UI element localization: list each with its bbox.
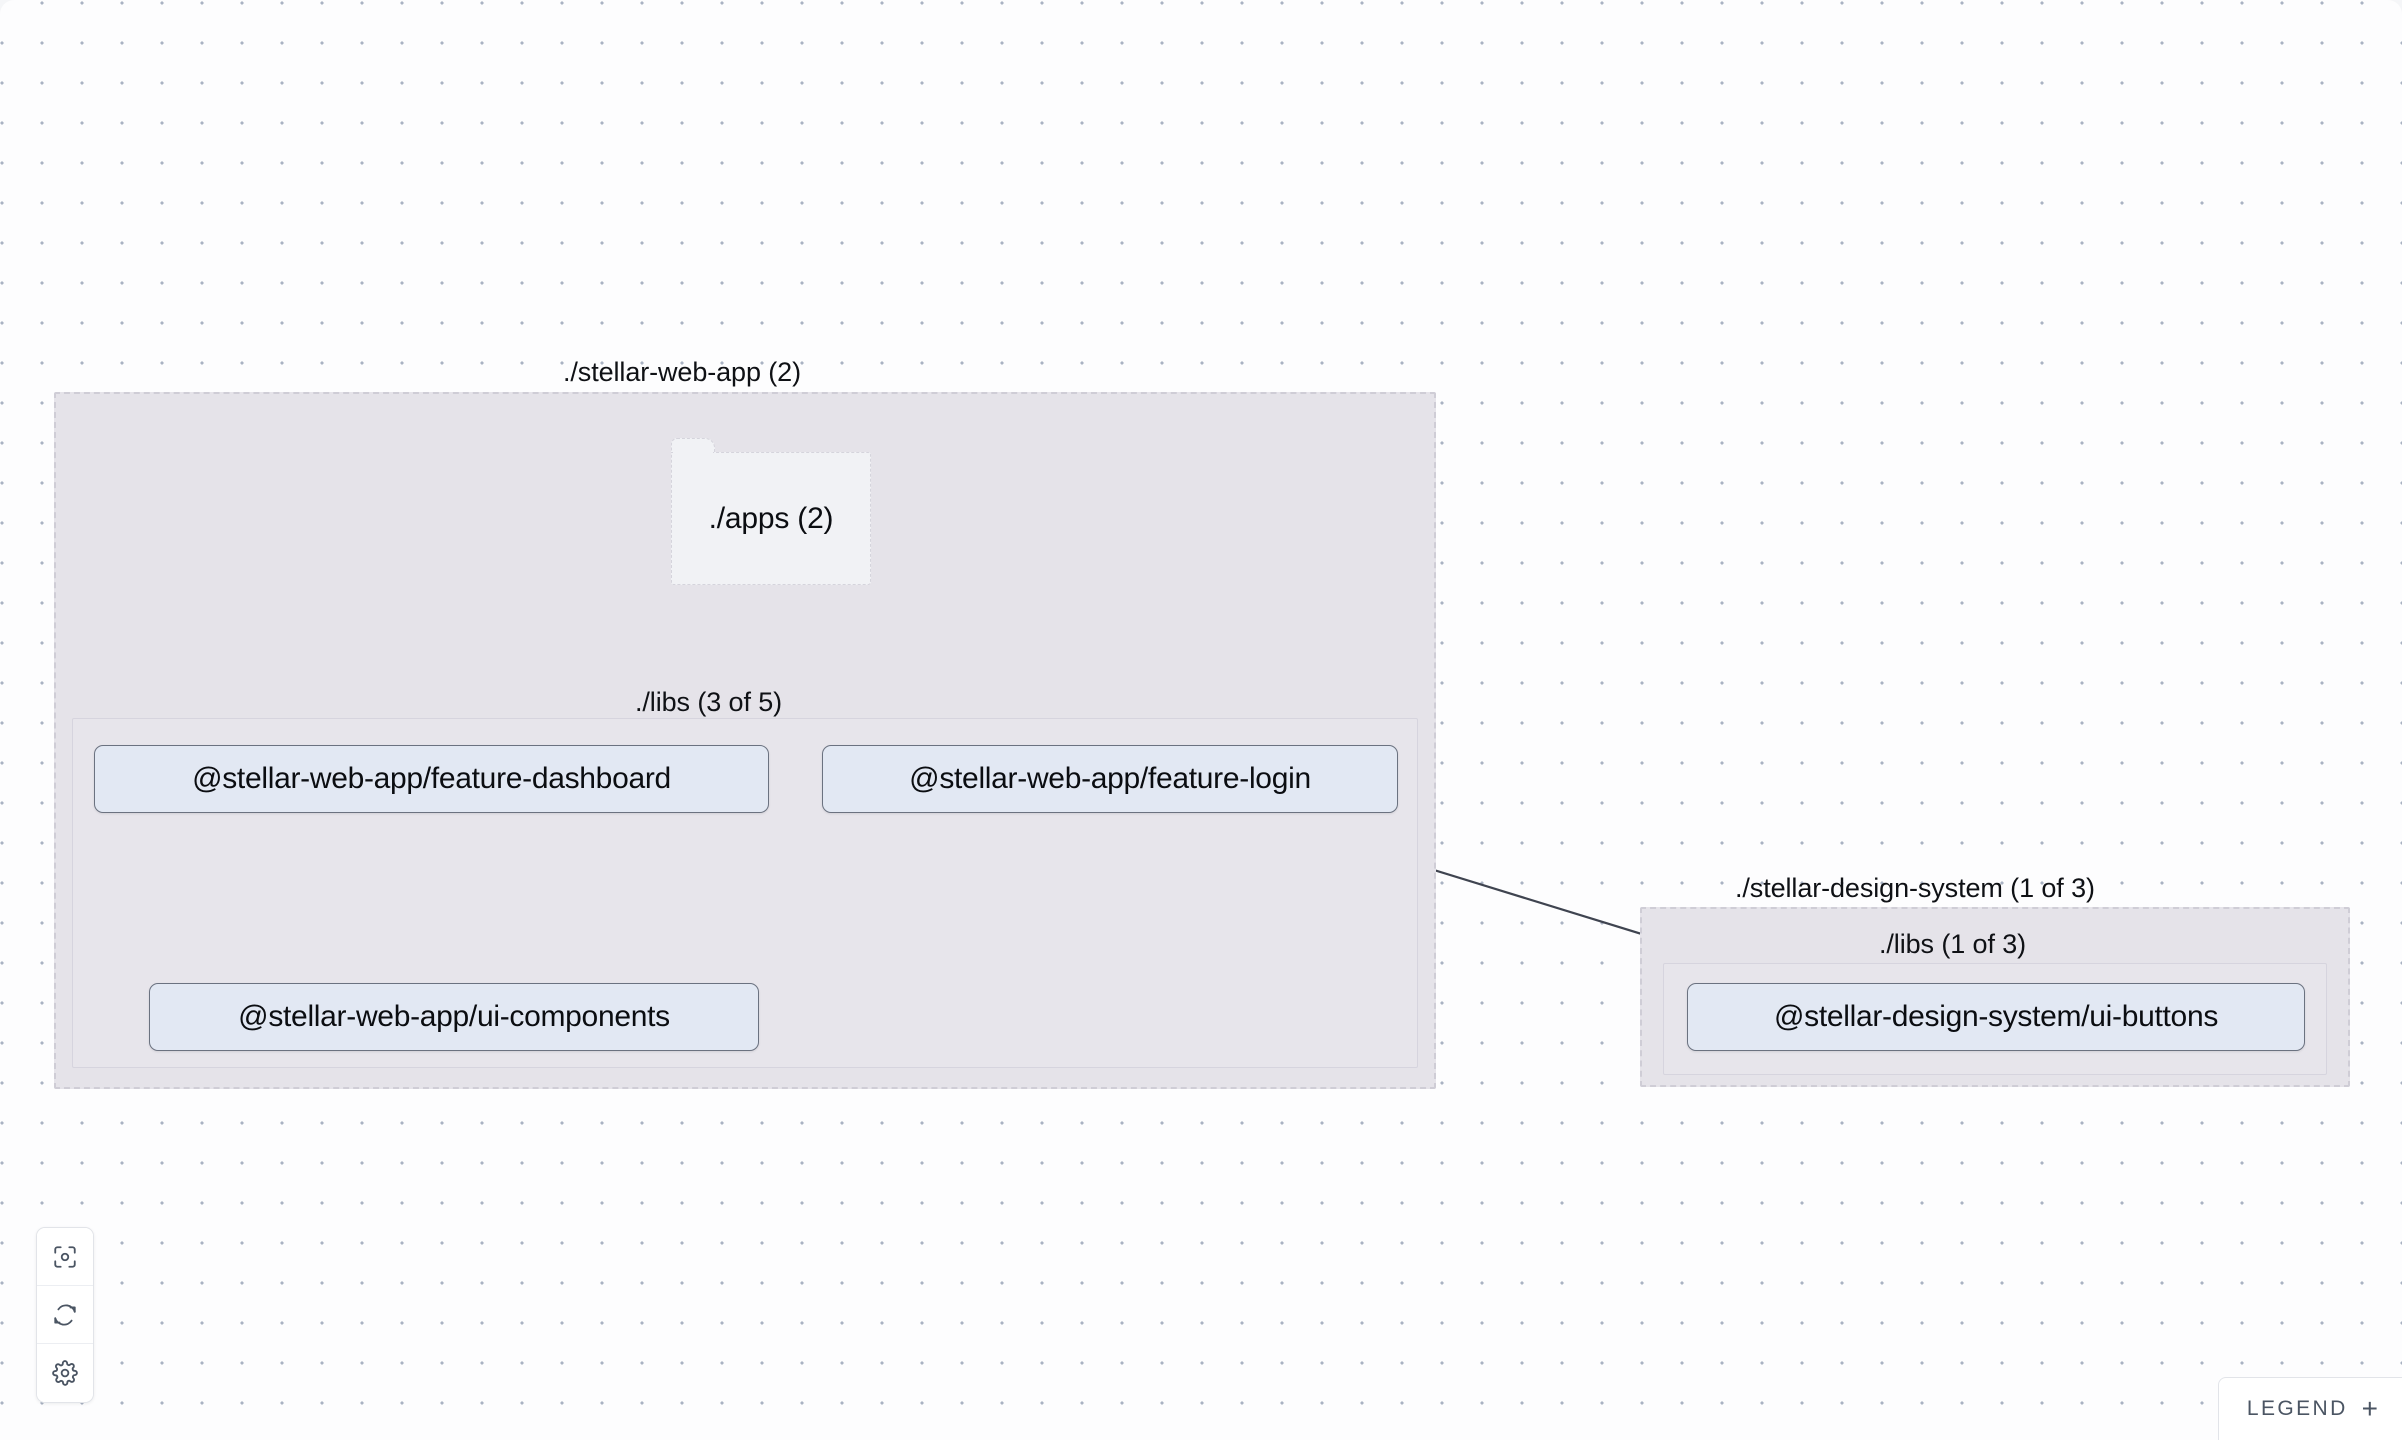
- legend-toggle[interactable]: LEGEND +: [2217, 1377, 2402, 1440]
- folder-node-label: ./apps (2): [708, 501, 834, 535]
- folder-body: ./apps (2): [671, 451, 871, 585]
- plus-icon: +: [2361, 1393, 2378, 1424]
- lib-node-label: @stellar-web-app/feature-dashboard: [192, 762, 671, 795]
- folder-tab-icon: [671, 438, 715, 455]
- lib-node-label: @stellar-web-app/feature-login: [909, 762, 1311, 795]
- folder-node-apps[interactable]: ./apps (2): [671, 438, 871, 585]
- focus-target-icon: [52, 1244, 78, 1270]
- lib-node-label: @stellar-design-system/ui-buttons: [1773, 1000, 2219, 1033]
- focus-graph-button[interactable]: [37, 1228, 93, 1286]
- project-label-stellar-design-system: ./stellar-design-system (1 of 3): [1735, 873, 2095, 903]
- folder-seam: [673, 451, 713, 455]
- lib-node-ui-components[interactable]: @stellar-web-app/ui-components: [149, 983, 759, 1051]
- legend-label: LEGEND: [2246, 1397, 2348, 1420]
- subgroup-label-stellar-web-app-libs: ./libs (3 of 5): [635, 687, 783, 717]
- lib-node-feature-login[interactable]: @stellar-web-app/feature-login: [822, 745, 1398, 813]
- lib-node-label: @stellar-web-app/ui-components: [238, 1000, 670, 1033]
- project-label-stellar-web-app: ./stellar-web-app (2): [563, 357, 801, 387]
- graph-toolbar: [36, 1227, 94, 1403]
- settings-button[interactable]: [37, 1344, 93, 1402]
- lib-node-ui-buttons[interactable]: @stellar-design-system/ui-buttons: [1687, 983, 2305, 1051]
- refresh-graph-button[interactable]: [37, 1286, 93, 1344]
- refresh-icon: [52, 1302, 78, 1328]
- gear-icon: [52, 1360, 78, 1386]
- subgroup-label-design-system-libs: ./libs (1 of 3): [1879, 929, 2027, 959]
- lib-node-feature-dashboard[interactable]: @stellar-web-app/feature-dashboard: [94, 745, 769, 813]
